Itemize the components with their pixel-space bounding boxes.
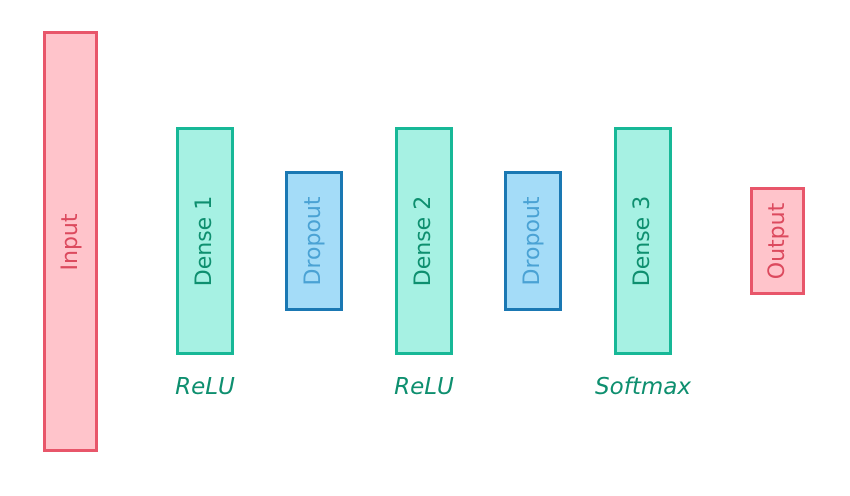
dense-2-layer-label: Dense 2 — [411, 195, 436, 287]
output-layer-label: Output — [764, 202, 790, 280]
dense-3-layer-label: Dense 3 — [630, 195, 655, 287]
dense-1-layer-block: Dense 1 — [176, 127, 234, 355]
dense-3-activation-label: Softmax — [595, 374, 691, 400]
dense-2-layer-block: Dense 2 — [395, 127, 453, 355]
input-layer-block: Input — [43, 31, 98, 452]
output-layer-block: Output — [750, 187, 805, 295]
input-layer-label: Input — [57, 213, 83, 270]
dense-1-activation-label: ReLU — [175, 374, 235, 400]
dense-1-layer-label: Dense 1 — [192, 195, 217, 287]
dropout-1-layer-block: Dropout — [285, 171, 343, 311]
dense-2-activation-label: ReLU — [394, 374, 454, 400]
dropout-2-layer-label: Dropout — [520, 196, 545, 286]
dropout-1-layer-label: Dropout — [301, 196, 326, 286]
dropout-2-layer-block: Dropout — [504, 171, 562, 311]
dense-3-layer-block: Dense 3 — [614, 127, 672, 355]
